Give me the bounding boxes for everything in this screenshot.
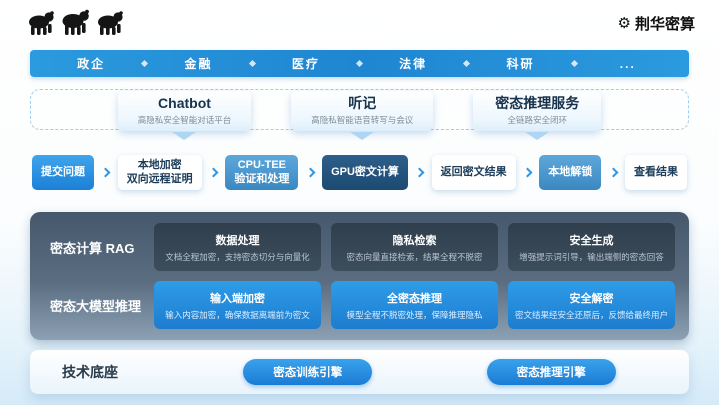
- nav-item-government[interactable]: 政企: [77, 57, 106, 71]
- foundation-bar: 技术底座 密态训练引擎 密态推理引擎: [30, 350, 689, 394]
- chevron-down-icon: [172, 131, 197, 140]
- card-desc: 密文结果经安全还原后，反馈给最终用户: [514, 309, 668, 320]
- header: ⚙ 荆华密算: [26, 6, 695, 40]
- card-title: 安全生成: [569, 234, 614, 247]
- product-wrap: 听记 高隐私智能语音转写与会议: [291, 91, 434, 141]
- row-label: 密态计算 RAG: [50, 240, 135, 256]
- bears-logo: [26, 7, 126, 39]
- chevron-right-icon: [305, 167, 316, 177]
- products-zone: Chatbot 高隐私安全智能对话平台 听记 高隐私智能语音转写与会议 密态推理…: [30, 86, 689, 142]
- product-wrap: 密态推理服务 全链路安全闭环: [473, 91, 602, 141]
- row-label: 密态大模型推理: [50, 298, 142, 314]
- chevron-down-icon: [525, 131, 550, 140]
- product-wrap: Chatbot 高隐私安全智能对话平台: [117, 91, 252, 141]
- product-tingji[interactable]: 听记 高隐私智能语音转写与会议: [291, 91, 434, 131]
- capability-row-rag: 密态计算 RAG 数据处理 文档全程加密，支持密态切分与向量化 隐私检索 密态向…: [44, 223, 675, 271]
- product-subtitle: 高隐私安全智能对话平台: [137, 114, 232, 125]
- flow-step-submit-question: 提交问题: [32, 154, 94, 190]
- industry-bar: 政企 金融 医疗 法律 科研 ...: [30, 50, 689, 77]
- capability-card-secure-decryption: 安全解密 密文结果经安全还原后，反馈给最终用户: [508, 281, 675, 329]
- product-mitai-inference-service[interactable]: 密态推理服务 全链路安全闭环: [473, 91, 602, 131]
- capability-card-secure-generation: 安全生成 增强提示词引导，输出端侧的密态回答: [508, 223, 675, 271]
- nav-item-research[interactable]: 科研: [506, 57, 535, 71]
- product-subtitle: 全链路安全闭环: [507, 114, 568, 125]
- chevron-right-icon: [608, 167, 619, 177]
- brand: ⚙ 荆华密算: [618, 13, 695, 34]
- card-title: 全密态推理: [387, 292, 442, 305]
- flow-step-cpu-tee: CPU-TEE 验证和处理: [225, 154, 299, 190]
- card-title: 安全解密: [569, 292, 614, 305]
- chevron-right-icon: [208, 167, 219, 177]
- inference-engine-button[interactable]: 密态推理引擎: [486, 359, 616, 385]
- capability-card-private-retrieval: 隐私检索 密态向量直接检索，结果全程不脱密: [331, 223, 498, 271]
- capability-card-data-processing: 数据处理 文档全程加密，支持密态切分与向量化: [154, 223, 321, 271]
- pipeline: 提交问题 本地加密 双向远程证明 CPU-TEE 验证和处理 GPU密文计算 返…: [32, 152, 687, 192]
- capability-panel: 密态计算 RAG 数据处理 文档全程加密，支持密态切分与向量化 隐私检索 密态向…: [30, 212, 689, 340]
- card-desc: 密态向量直接检索，结果全程不脱密: [346, 251, 483, 262]
- product-title: Chatbot: [158, 95, 211, 111]
- foundation-label: 技术底座: [62, 364, 118, 380]
- card-desc: 增强提示词引导，输出端侧的密态回答: [519, 251, 664, 262]
- chevron-right-icon: [100, 167, 111, 177]
- flow-step-gpu-ciphertext-compute: GPU密文计算: [322, 154, 408, 190]
- nav-item-legal[interactable]: 法律: [399, 57, 428, 71]
- card-title: 隐私检索: [392, 234, 437, 247]
- training-engine-button[interactable]: 密态训练引擎: [243, 359, 373, 385]
- card-desc: 输入内容加密，确保数据离端前为密文: [165, 309, 310, 320]
- nav-item-medical[interactable]: 医疗: [291, 57, 320, 71]
- chevron-right-icon: [414, 167, 425, 177]
- chevron-right-icon: [522, 167, 533, 177]
- capability-row-llm-inference: 密态大模型推理 输入端加密 输入内容加密，确保数据离端前为密文 全密态推理 模型…: [44, 281, 675, 329]
- nav-item-finance[interactable]: 金融: [184, 57, 213, 71]
- card-title: 数据处理: [215, 234, 260, 247]
- chevron-down-icon: [350, 131, 375, 140]
- product-subtitle: 高隐私智能语音转写与会议: [311, 114, 414, 125]
- product-title: 密态推理服务: [495, 95, 580, 111]
- flow-step-local-encrypt: 本地加密 双向远程证明: [117, 154, 202, 190]
- capability-card-full-encrypted-inference: 全密态推理 模型全程不脱密处理，保障推理隐私: [331, 281, 498, 329]
- flow-step-return-ciphertext: 返回密文结果: [431, 154, 516, 190]
- brand-name: 荆华密算: [634, 15, 695, 33]
- nav-item-more[interactable]: ...: [619, 56, 636, 71]
- gear-icon: ⚙: [617, 14, 631, 32]
- card-desc: 文档全程加密，支持密态切分与向量化: [165, 251, 310, 262]
- flow-step-local-unlock: 本地解锁: [539, 154, 602, 190]
- product-chatbot[interactable]: Chatbot 高隐私安全智能对话平台: [117, 91, 252, 131]
- flow-step-view-result: 查看结果: [624, 154, 687, 190]
- product-title: 听记: [348, 95, 377, 111]
- card-desc: 模型全程不脱密处理，保障推理隐私: [346, 309, 483, 320]
- card-title: 输入端加密: [210, 292, 265, 305]
- capability-card-input-encryption: 输入端加密 输入内容加密，确保数据离端前为密文: [154, 281, 321, 329]
